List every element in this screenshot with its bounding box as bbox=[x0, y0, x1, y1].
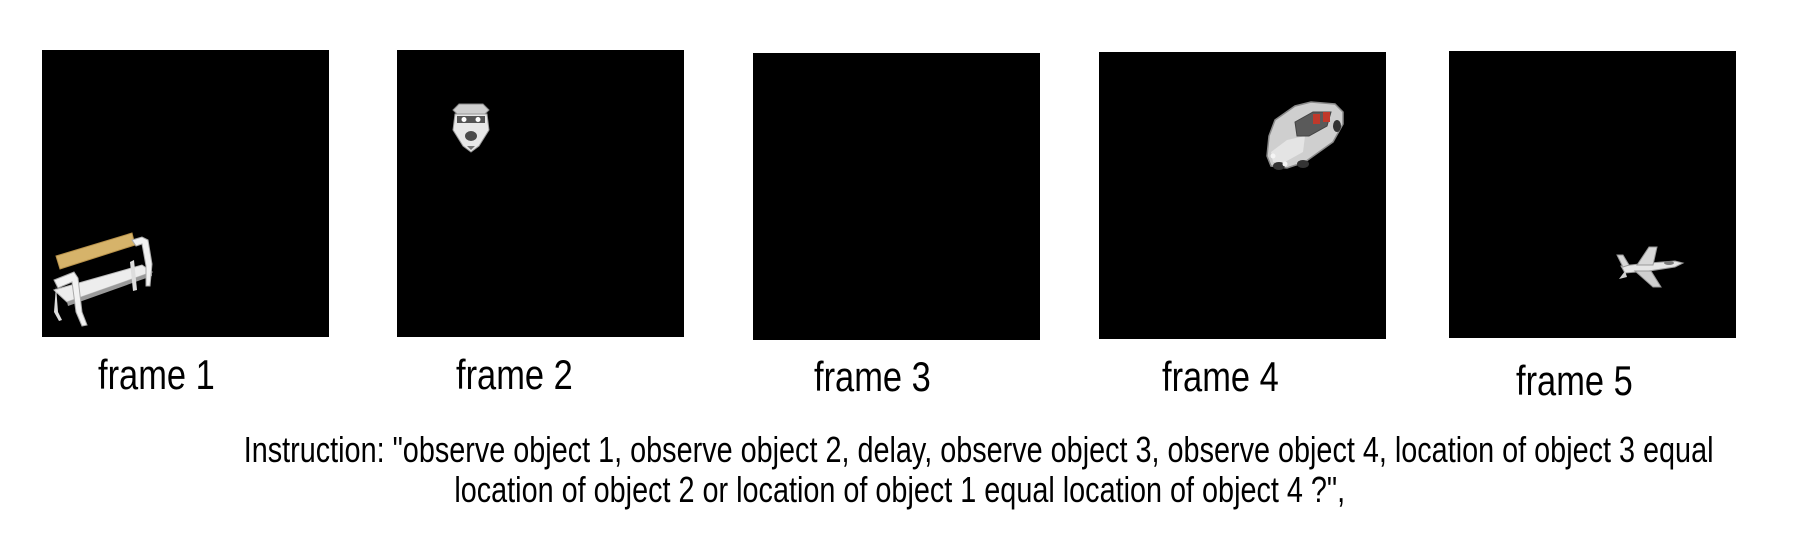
car-icon bbox=[1266, 101, 1344, 170]
frame-4-image bbox=[1099, 52, 1386, 339]
bench-icon bbox=[53, 232, 154, 327]
frame-1-image bbox=[42, 50, 329, 337]
animal-head-icon bbox=[452, 103, 490, 153]
airplane-icon bbox=[1616, 246, 1685, 288]
frame-5-label: frame 5 bbox=[1516, 357, 1633, 404]
frame-4-label: frame 4 bbox=[1162, 353, 1279, 400]
frame-2-image bbox=[397, 50, 684, 337]
frame-1-label: frame 1 bbox=[98, 351, 215, 398]
instruction-text: Instruction: "observe object 1, observe … bbox=[60, 430, 1740, 510]
frame-2-label: frame 2 bbox=[456, 351, 573, 398]
frame-5-image bbox=[1449, 51, 1736, 338]
instruction-line-1: Instruction: "observe object 1, observe … bbox=[243, 429, 1714, 470]
frame-3-image bbox=[753, 53, 1040, 340]
instruction-line-2: location of object 2 or location of obje… bbox=[454, 469, 1346, 510]
frame-3-label: frame 3 bbox=[814, 353, 931, 400]
